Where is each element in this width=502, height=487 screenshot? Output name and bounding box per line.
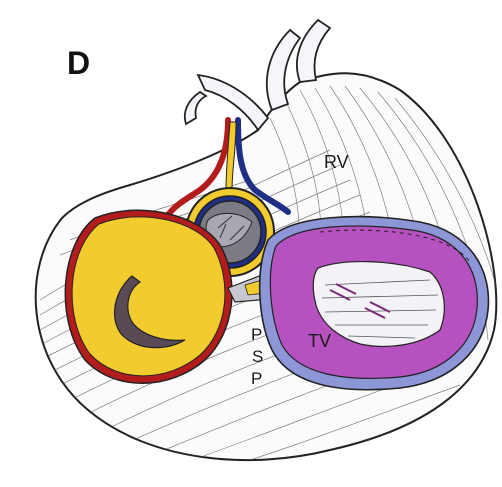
- label-psp-p1: P: [251, 325, 262, 344]
- left-ventricle: [65, 210, 232, 383]
- label-rv: RV: [324, 152, 349, 172]
- panel-letter: D: [67, 45, 90, 82]
- label-tv: TV: [308, 331, 331, 351]
- label-psp-p2: P: [251, 369, 262, 388]
- label-psp-s: S: [252, 347, 263, 366]
- tricuspid-region: [260, 217, 489, 390]
